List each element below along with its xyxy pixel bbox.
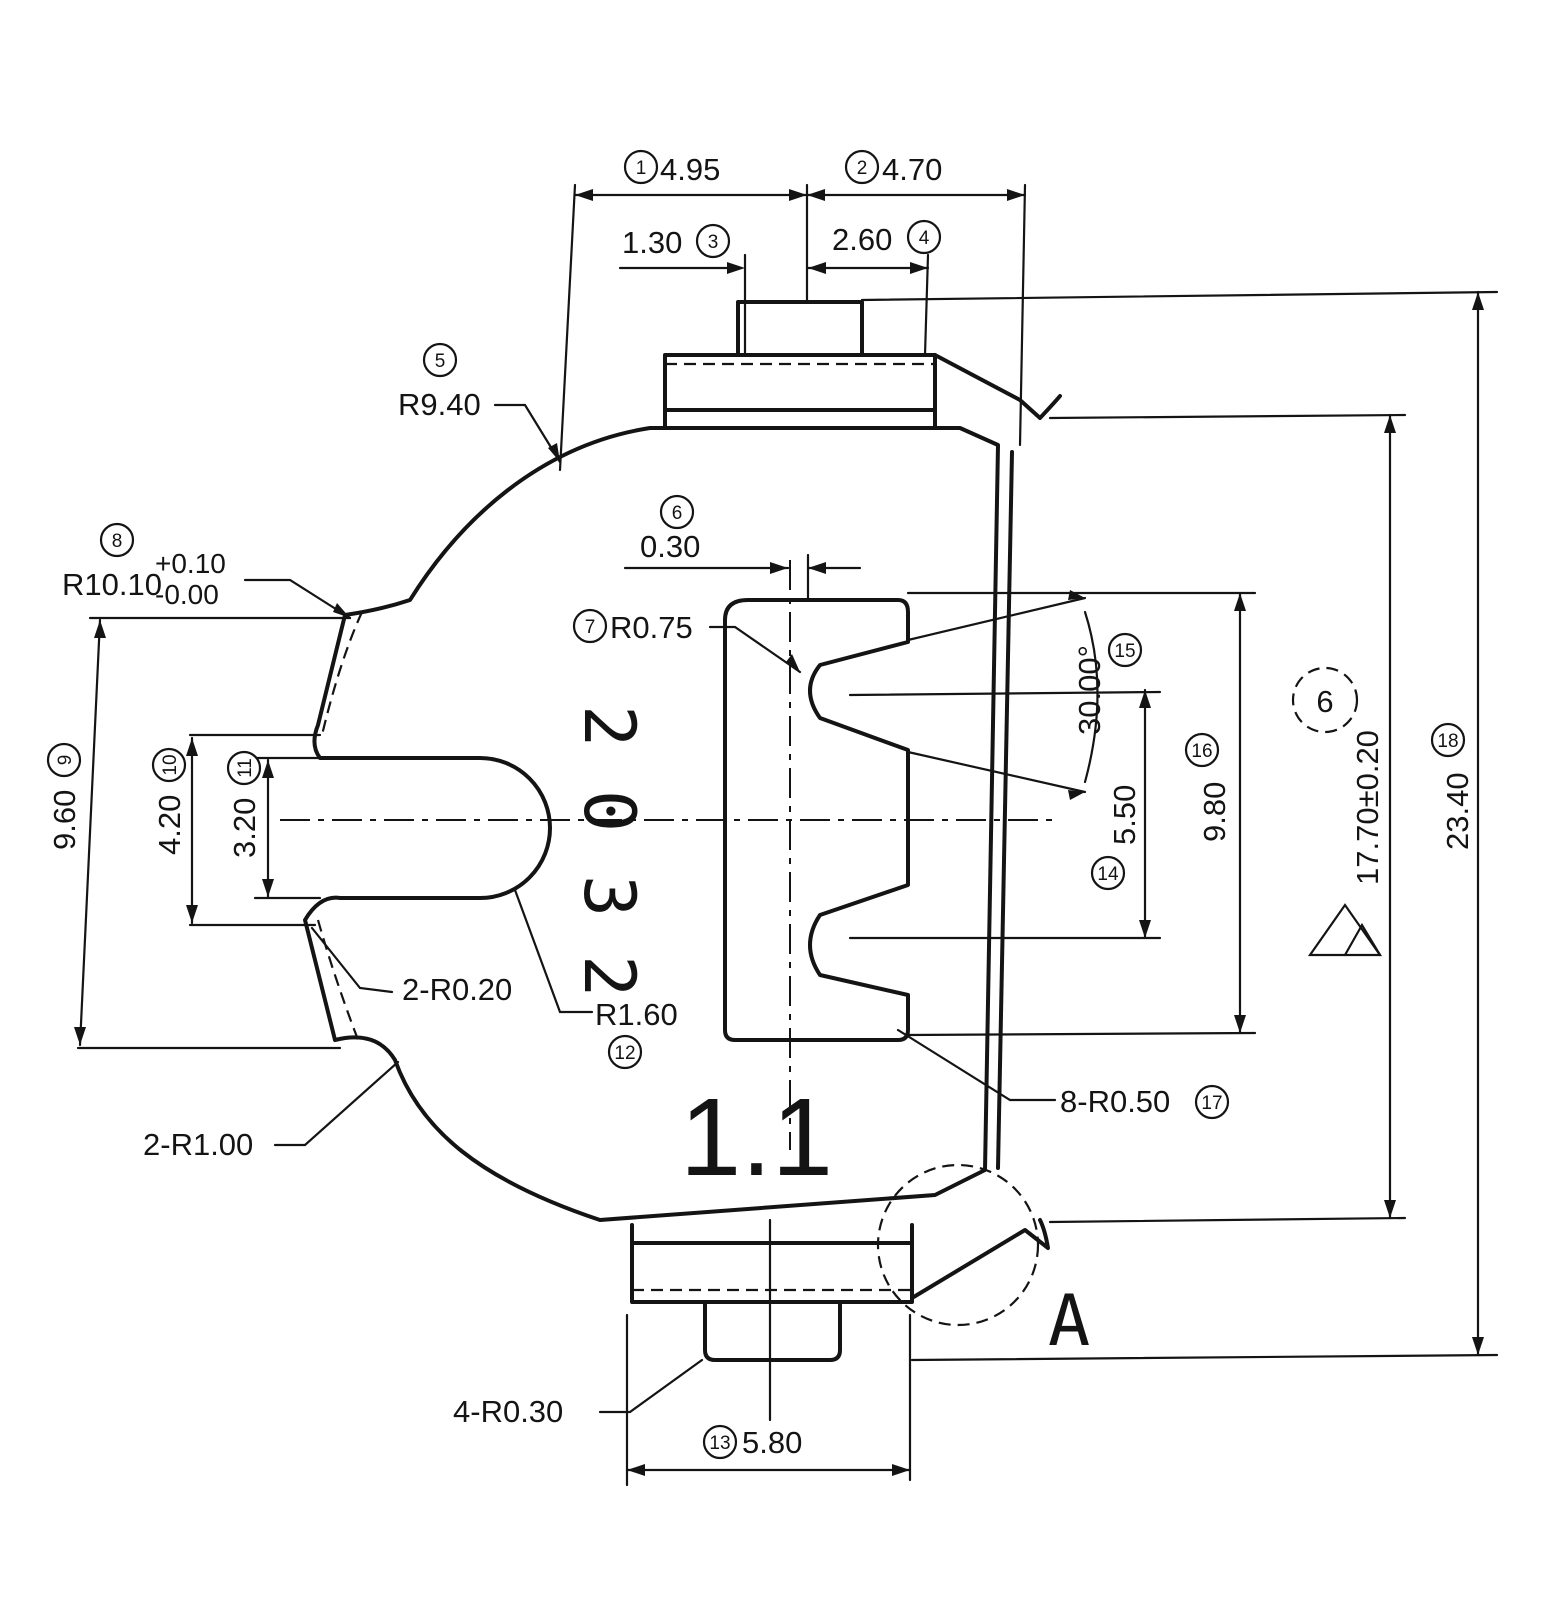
balloon-9 [46, 742, 82, 778]
dimension-3-20: 3.20 [227, 798, 262, 858]
dimension-17-70: 17.70±0.20 [1350, 730, 1385, 885]
bottom-rail [630, 1223, 914, 1304]
dimension-23-40: 23.40 [1440, 772, 1475, 850]
dimension-9-80: 9.80 [1197, 782, 1232, 842]
note-2-r0-20: 2-R0.20 [402, 972, 512, 1007]
arrowheads [74, 189, 1484, 1476]
detail-a-circle [876, 1163, 1040, 1327]
leaders [243, 403, 1057, 1414]
detail-a-label: A [1048, 1280, 1090, 1362]
top-rail [663, 353, 937, 430]
balloon-15-number: 15 [1114, 641, 1135, 662]
balloon-6-number: 6 [672, 503, 683, 524]
top-spring [933, 353, 1062, 420]
dimension-lines [76, 183, 1499, 1487]
balloon-9-number: 9 [55, 755, 76, 766]
dimension-1-30: 1.30 [622, 225, 682, 260]
note-2-r1-00: 2-R1.00 [143, 1127, 253, 1162]
version-marking: 1.1 [680, 1076, 833, 1199]
balloon-12 [607, 1034, 643, 1070]
balloon-8-number: 8 [112, 531, 123, 552]
dimension-5-80: 5.80 [742, 1425, 802, 1460]
marking-char-1: 2 [568, 705, 650, 747]
dimension-4-70: 4.70 [882, 152, 942, 187]
part-outline [303, 300, 1062, 1362]
marking-char-2: 0 [568, 790, 650, 832]
flag-number: 6 [1316, 684, 1333, 719]
bottom-spring [910, 1218, 1050, 1300]
dimension-r0-75: R0.75 [610, 610, 693, 645]
balloon-4-number: 4 [919, 228, 930, 249]
marking-char-4: 2 [568, 955, 650, 997]
tolerance-plus: +0.10 [155, 548, 226, 579]
balloon-6 [659, 494, 695, 530]
balloon-1-number: 1 [636, 158, 647, 179]
note-4-r0-30: 4-R0.30 [453, 1394, 563, 1429]
balloon-8 [99, 522, 135, 558]
marking-char-3: 3 [568, 875, 650, 917]
balloon-2 [844, 149, 880, 185]
balloon-1 [623, 149, 659, 185]
dimension-r9-40: R9.40 [398, 387, 481, 422]
flag-circle-6 [1291, 666, 1359, 734]
balloon-16 [1184, 732, 1220, 768]
balloon-13-number: 13 [709, 1433, 730, 1454]
center-lines [280, 560, 1060, 1422]
tolerance-minus: -0.00 [155, 579, 219, 610]
balloon-3 [695, 223, 731, 259]
balloon-5-number: 5 [435, 351, 446, 372]
balloon-13 [702, 1424, 738, 1460]
hidden-arc-lower [316, 919, 362, 1046]
balloon-14 [1090, 855, 1126, 891]
balloon-18 [1430, 722, 1466, 758]
part-markings: 2 0 3 2 1.1 [568, 705, 833, 1199]
flag-triangle-icon [1307, 903, 1383, 957]
balloon-2-number: 2 [857, 158, 868, 179]
balloon-7 [572, 608, 608, 644]
bottom-tab [703, 1300, 842, 1362]
balloon-10 [151, 747, 187, 783]
balloon-16-number: 16 [1191, 741, 1212, 762]
right-strip-line [996, 450, 1014, 1170]
balloon-17 [1194, 1084, 1230, 1120]
balloon-4 [906, 219, 942, 255]
balloon-15 [1107, 632, 1143, 668]
balloon-5 [422, 342, 458, 378]
dimension-4-95: 4.95 [660, 152, 720, 187]
balloon-11-number: 11 [235, 758, 256, 778]
dimension-4-20: 4.20 [152, 795, 187, 855]
dimension-9-60: 9.60 [47, 790, 82, 850]
dimension-0-30: 0.30 [640, 529, 700, 564]
dimension-r1-60: R1.60 [595, 997, 678, 1032]
balloon-10-number: 10 [160, 754, 181, 775]
dimension-5-50: 5.50 [1107, 785, 1142, 845]
balloon-17-number: 17 [1201, 1093, 1222, 1114]
balloon-18-number: 18 [1437, 731, 1458, 752]
dimension-2-60: 2.60 [832, 222, 892, 257]
body-outline [303, 426, 1000, 1222]
dimension-30-degrees: 30.00° [1072, 645, 1107, 735]
balloon-11 [226, 750, 262, 786]
balloon-7-number: 7 [585, 617, 596, 638]
dimension-8-r0-50: 8-R0.50 [1060, 1084, 1170, 1119]
hidden-arc-upper [320, 611, 364, 736]
top-tab [736, 300, 864, 357]
balloon-14-number: 14 [1097, 864, 1119, 885]
dimension-r10-10: R10.10 [62, 567, 162, 602]
window-outline [723, 598, 910, 1042]
balloon-12-number: 12 [614, 1043, 635, 1064]
balloon-3-number: 3 [708, 232, 719, 253]
dimension-labels: 1 4.95 2 4.70 1.30 3 2.60 4 5 R9.40 6 0.… [46, 149, 1475, 1460]
